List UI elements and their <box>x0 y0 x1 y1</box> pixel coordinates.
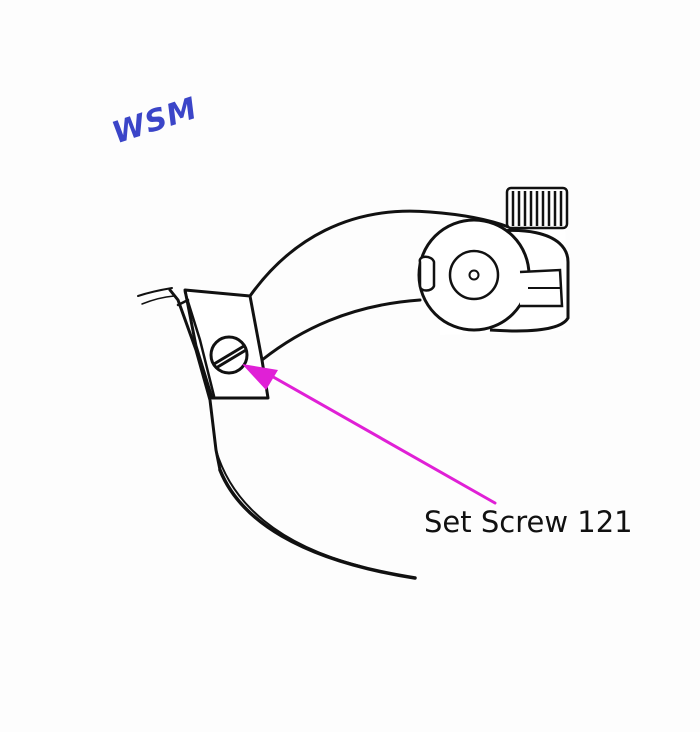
callout-arrow <box>242 364 497 505</box>
pivot-hub <box>417 218 570 335</box>
curved-needle <box>137 287 417 580</box>
knurled-knob <box>505 186 569 230</box>
set-screw <box>209 335 249 375</box>
callout-label: Set Screw 121 <box>424 505 633 539</box>
